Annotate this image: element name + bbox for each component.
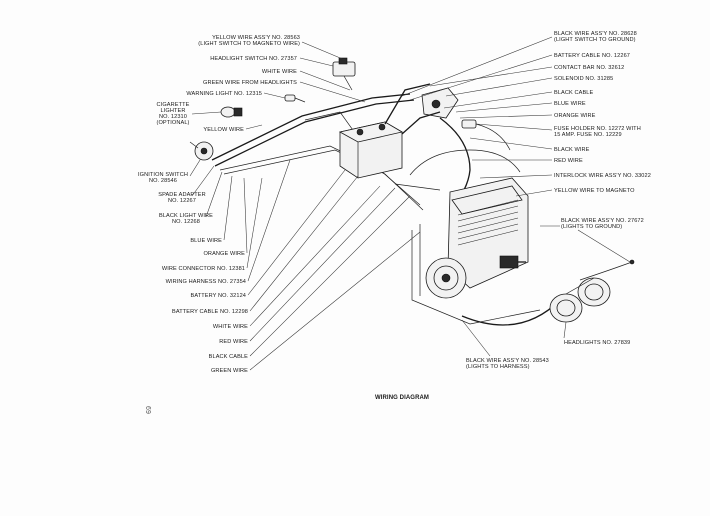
diagram-caption: WIRING DIAGRAM	[375, 395, 429, 401]
solenoid-part	[421, 87, 477, 129]
label-yellow-wire-magneto: YELLOW WIRE TO MAGNETO	[554, 188, 635, 194]
label-warning-light: WARNING LIGHT NO. 12315	[186, 91, 262, 97]
label-white-wire-top: WHITE WIRE	[262, 69, 297, 75]
label-black-cable-right: BLACK CABLE	[554, 90, 594, 96]
label-black-cable-left: BLACK CABLE	[209, 354, 249, 360]
headlight-switch-part	[332, 57, 356, 91]
label-yellow-wire-left: YELLOW WIRE	[203, 127, 244, 133]
label-blue-wire-left: BLUE WIRE	[190, 238, 222, 244]
leader-lines	[189, 36, 631, 371]
label-red-wire-left: RED WIRE	[219, 339, 248, 345]
ignition-switch-part	[189, 141, 214, 161]
left-labels: YELLOW WIRE ASS'Y NO. 28563(LIGHT SWITCH…	[138, 35, 300, 374]
warning-light-part	[284, 94, 306, 103]
label-wiring-harness: WIRING HARNESS NO. 27354	[166, 279, 246, 285]
page-number: 69	[144, 406, 151, 414]
label-solenoid: SOLENOID NO. 31285	[554, 76, 613, 82]
label-black-wire-right: BLACK WIRE	[554, 147, 590, 153]
label-black-wire-assy-lights-ground: BLACK WIRE ASS'Y NO. 27672(LIGHTS TO GRO…	[561, 218, 644, 230]
right-labels: BLACK WIRE ASS'Y NO. 28628(LIGHT SWITCH …	[554, 31, 651, 194]
label-battery: BATTERY NO. 32124	[191, 293, 247, 299]
label-black-wire-assy-top: BLACK WIRE ASS'Y NO. 28628(LIGHT SWITCH …	[554, 31, 637, 43]
label-contact-bar: CONTACT BAR NO. 32612	[554, 65, 624, 71]
lower-labels: BLACK WIRE ASS'Y NO. 27672(LIGHTS TO GRO…	[466, 218, 644, 370]
label-headlight-switch: HEADLIGHT SWITCH NO. 27357	[210, 56, 297, 62]
label-blue-wire-right: BLUE WIRE	[554, 101, 586, 107]
engine-part	[425, 177, 529, 299]
label-orange-wire-right: ORANGE WIRE	[554, 113, 596, 119]
label-black-wire-assy-harness: BLACK WIRE ASS'Y NO. 28543(LIGHTS TO HAR…	[466, 358, 549, 370]
battery-part	[338, 121, 404, 179]
label-white-wire-bottom: WHITE WIRE	[213, 324, 248, 330]
cigarette-lighter-part	[220, 106, 243, 118]
label-red-wire-right: RED WIRE	[554, 158, 583, 164]
label-wire-connector: WIRE CONNECTOR NO. 12381	[162, 266, 245, 272]
label-battery-cable-left: BATTERY CABLE NO. 12298	[172, 309, 248, 315]
label-green-wire-headlights: GREEN WIRE FROM HEADLIGHTS	[203, 80, 297, 86]
label-yellow-wire-assy: YELLOW WIRE ASS'Y NO. 28563(LIGHT SWITCH…	[198, 35, 300, 47]
label-green-wire-left: GREEN WIRE	[211, 368, 248, 374]
label-headlights: HEADLIGHTS NO. 27839	[564, 340, 630, 346]
label-interlock-wire: INTERLOCK WIRE ASS'Y NO. 33022	[554, 173, 651, 179]
label-orange-wire-left: ORANGE WIRE	[203, 251, 245, 257]
label-battery-cable-right: BATTERY CABLE NO. 12267	[554, 53, 630, 59]
headlights-part	[549, 259, 635, 323]
